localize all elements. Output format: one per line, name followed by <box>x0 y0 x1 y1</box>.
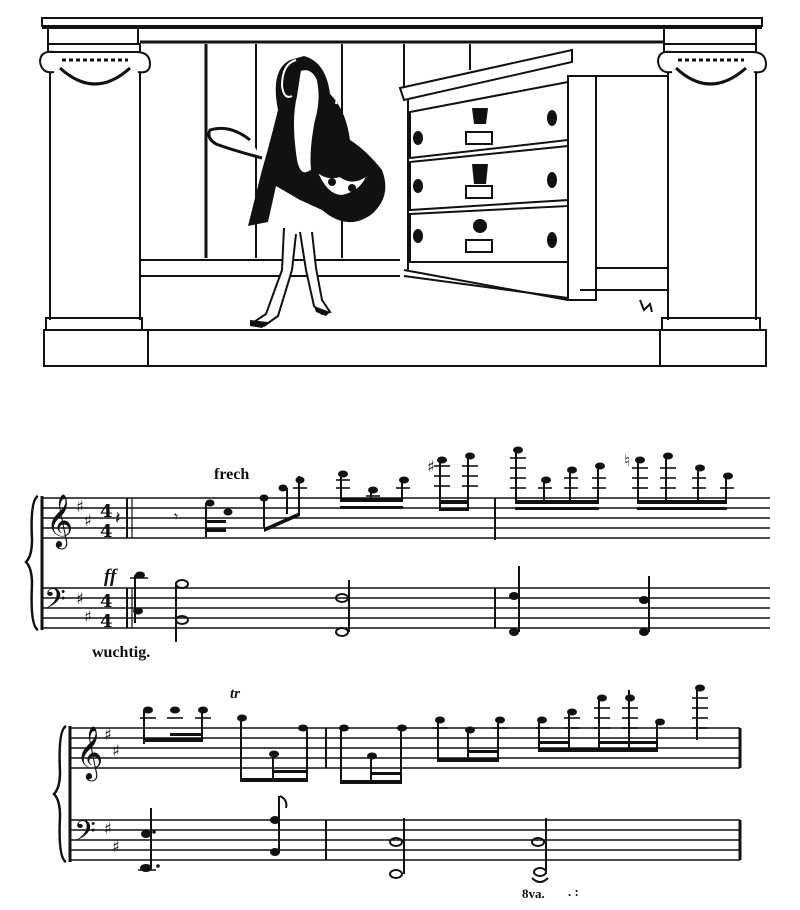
sharp-icon: ♯ <box>112 837 120 856</box>
gentleman-figure <box>207 56 386 328</box>
sharp-icon: ♯ <box>84 607 92 626</box>
svg-text:♮: ♮ <box>624 451 630 470</box>
trill-mark: tr <box>230 686 241 702</box>
system-2-glyphs: 𝄞 𝄢 ♯ ♯ ♯ ♯ <box>74 684 708 883</box>
sharp-icon: ♯ <box>76 589 84 608</box>
sharp-icon: ♯ <box>112 741 120 760</box>
sharp-icon: ♯ <box>104 819 112 838</box>
treble-clef-icon: 𝄞 <box>46 493 73 549</box>
time-sig-bottom: 4 <box>100 521 113 542</box>
expression-wuchtig: wuchtig. <box>92 644 151 661</box>
expression-frech: frech <box>214 466 250 483</box>
time-sig-top: 4 <box>100 591 113 612</box>
sharp-icon: ♯ <box>76 497 84 516</box>
bass-staff-1 <box>42 587 770 629</box>
dynamic-fortissimo: ff <box>104 566 117 587</box>
score-system-2 <box>52 724 742 864</box>
svg-text:♯: ♯ <box>427 457 435 476</box>
rest-icon: 𝄽 <box>115 508 121 529</box>
sharp-icon: ♯ <box>84 511 92 530</box>
sharp-icon: ♯ <box>104 725 112 744</box>
rest-icon: 𝄾 <box>174 507 178 526</box>
stage-illustration <box>39 17 768 367</box>
system-1-glyphs: 𝄞 𝄢 ♯ ♯ ♯ ♯ 4 4 4 4 𝄽 𝄾 ♯ ♮ <box>44 446 734 642</box>
bass-clef-icon: 𝄢 <box>44 583 66 623</box>
treble-clef-icon: 𝄞 <box>76 725 103 781</box>
octave-continuation-dots: . : <box>568 884 579 899</box>
treble-staff-1 <box>42 497 770 539</box>
time-sig-bottom: 4 <box>100 611 113 632</box>
octave-mark: 8va. <box>522 886 545 901</box>
time-sig-top: 4 <box>100 501 113 522</box>
drawer-handles <box>413 108 557 248</box>
bass-clef-icon: 𝄢 <box>74 815 96 855</box>
